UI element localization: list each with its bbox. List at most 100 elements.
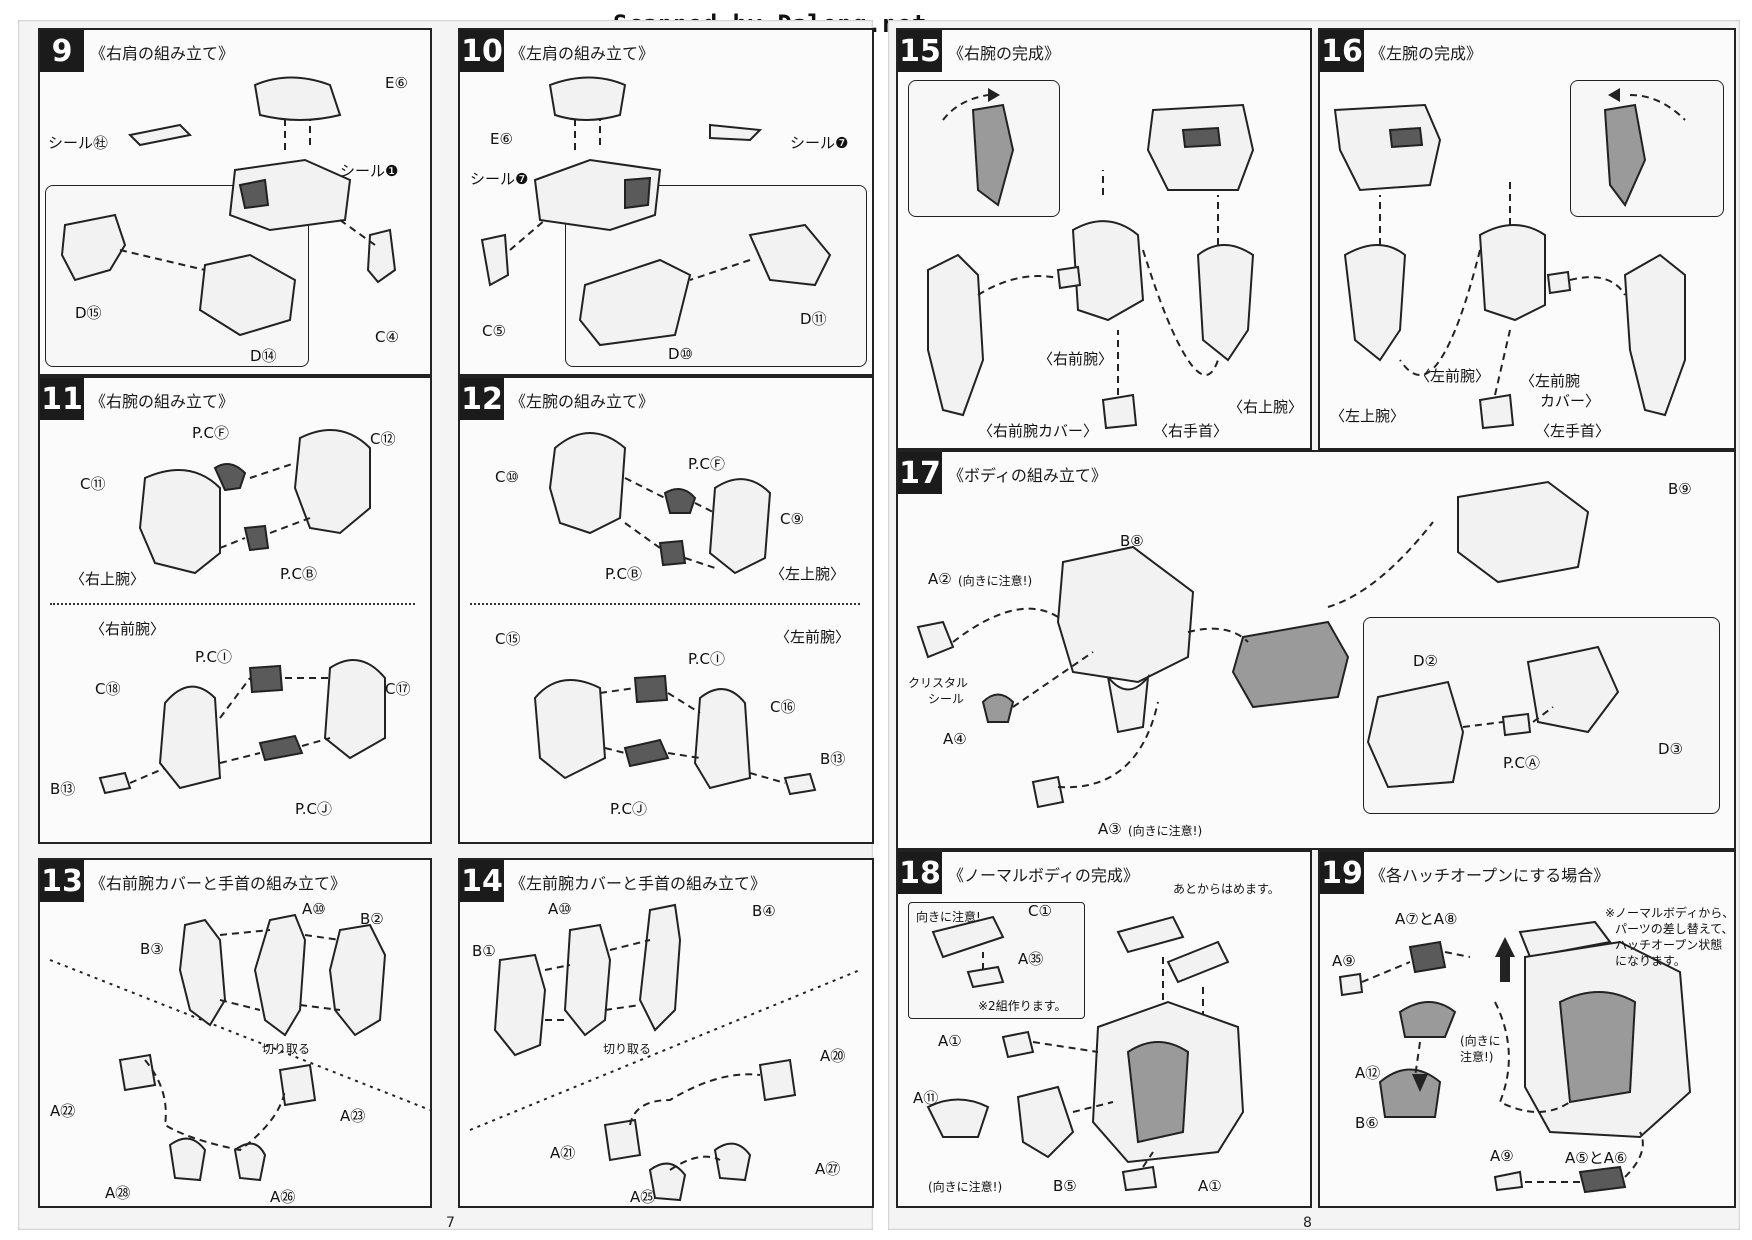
part-label: シール❼: [790, 134, 849, 152]
part-label: A㉒: [50, 1102, 76, 1120]
part-label: シール: [928, 692, 965, 706]
step-title: 《右肩の組み立て》: [90, 44, 235, 63]
part-label: D⑩: [668, 345, 693, 363]
caution-note: 注意!): [1460, 1050, 1494, 1064]
detail-inset-box: [1570, 80, 1724, 217]
step-12-panel: 12 《左腕の組み立て》 C⑩ P.CⒻ C⑨ P.CⒷ 〈左上腕〉 〈左前腕〉…: [458, 376, 874, 844]
shoulder-parts-illustration: [480, 76, 832, 347]
part-label: B⑬: [820, 750, 846, 768]
part-label: B⑥: [1355, 1114, 1379, 1132]
step-number: 18: [898, 852, 942, 894]
step-16-panel: 16 《左腕の完成》 〈左前腕〉 〈左前腕 カバー〉 〈左上腕〉 〈左手首〉: [1318, 28, 1736, 450]
body-assembly-illustration: [916, 480, 1620, 809]
part-label: A④: [943, 730, 967, 748]
part-label: A①: [1198, 1177, 1222, 1195]
caution-note: (向きに注意!): [928, 1180, 1003, 1194]
part-label: B⑧: [1120, 532, 1144, 550]
part-label: カバー〉: [1540, 392, 1601, 410]
part-label: D③: [1658, 740, 1683, 758]
part-label: A⑦とA⑧: [1395, 910, 1458, 928]
part-label: P.CⒻ: [688, 455, 725, 473]
part-label: E⑥: [490, 130, 513, 148]
part-label: A①: [938, 1032, 962, 1050]
part-label: クリスタル: [908, 676, 969, 690]
step-number: 13: [40, 860, 84, 902]
part-label: 〈左前腕〉: [775, 628, 851, 646]
part-label: A⑪: [913, 1089, 939, 1107]
part-label: C⑱: [95, 680, 121, 698]
part-label: C①: [1028, 902, 1052, 920]
step-title: 《右腕の組み立て》: [90, 392, 235, 411]
part-label: A⑳: [820, 1047, 846, 1065]
step-9-panel: 9 《右肩の組み立て》 E⑥ シール㊓ シール❶ D⑮ D⑭ C④: [38, 28, 432, 376]
part-label: A⑩: [302, 900, 326, 918]
hatch-open-illustration: [1338, 920, 1692, 1194]
part-label: P.CⒾ: [688, 650, 725, 668]
part-label: A㉗: [815, 1160, 841, 1178]
part-label: A②: [928, 570, 952, 588]
part-label: A⑨: [1490, 1147, 1514, 1165]
step-number: 14: [460, 860, 504, 902]
page-number: 7: [446, 1215, 455, 1231]
step-number: 12: [460, 378, 504, 420]
step-title: 《左前腕カバーと手首の組み立て》: [510, 874, 767, 893]
step-18-panel: 18 《ノーマルボディの完成》 あとからはめます。 向きに注意! C① A㉟ ※…: [896, 850, 1312, 1208]
step-19-panel: 19 《各ハッチオープンにする場合》 ※ノーマルボディから、 パーツの差し替えて…: [1318, 850, 1736, 1208]
caution-note: (向きに注意!): [1128, 824, 1203, 838]
normal-body-illustration: [926, 915, 1245, 1192]
step-title: 《左肩の組み立て》: [510, 44, 655, 63]
part-label: 〈左上腕〉: [770, 565, 846, 583]
part-label: E⑥: [385, 74, 408, 92]
step-title: 《ボディの組み立て》: [948, 466, 1107, 485]
instruction-note: ※2組作ります。: [978, 999, 1067, 1013]
part-label: P.CⒷ: [605, 565, 642, 583]
step-number: 19: [1320, 852, 1364, 894]
caution-note: (向きに: [1460, 1034, 1501, 1048]
step-14-panel: 14 《左前腕カバーと手首の組み立て》 A⑩ B④ B① 切り取る A⑳ A㉑ …: [458, 858, 874, 1208]
part-label: D②: [1413, 652, 1438, 670]
part-label: シール❼: [470, 170, 529, 188]
step-title: 《右腕の完成》: [948, 44, 1061, 63]
part-label: 〈右上腕〉: [70, 570, 146, 588]
part-label: P.CⒻ: [192, 424, 229, 442]
part-label: C⑯: [770, 698, 796, 716]
instruction-note: ハッチオープン状態: [1615, 938, 1723, 952]
step-title: 《左腕の組み立て》: [510, 392, 655, 411]
part-label: C⑪: [80, 475, 106, 493]
step-number: 11: [40, 378, 84, 420]
part-label: C⑫: [370, 430, 396, 448]
part-label: A㉕: [630, 1188, 656, 1206]
detail-inset-box: [908, 902, 1085, 1019]
part-label: C⑮: [495, 630, 521, 648]
cut-instruction: 切り取る: [262, 1042, 311, 1056]
part-label: A㉟: [1018, 950, 1044, 968]
step-title: 《各ハッチオープンにする場合》: [1370, 866, 1610, 885]
step-17-panel: 17 《ボディの組み立て》 B⑨ B⑧ A② (向きに注意!) クリスタル シー…: [896, 450, 1736, 850]
part-label: B⑬: [50, 780, 76, 798]
part-label: B⑨: [1668, 480, 1692, 498]
part-label: シール❶: [340, 162, 399, 180]
part-label: A⑩: [548, 900, 572, 918]
section-divider: [50, 603, 415, 605]
part-label: D⑪: [800, 310, 827, 328]
right-arm-parts-illustration: [98, 429, 386, 795]
part-label: C⑨: [780, 510, 804, 528]
step-number: 16: [1320, 30, 1364, 72]
part-label: 〈右前腕カバー〉: [978, 422, 1099, 440]
cut-instruction: 切り取る: [603, 1042, 652, 1056]
part-label: P.CⒿ: [610, 800, 647, 818]
part-label: 〈左前腕: [1520, 372, 1581, 390]
part-label: P.CⒿ: [295, 800, 332, 818]
part-label: B①: [472, 942, 496, 960]
part-label: B③: [140, 940, 164, 958]
instruction-note: ※ノーマルボディから、: [1605, 906, 1735, 920]
step-number: 10: [460, 30, 504, 72]
part-label: 〈右手首〉: [1153, 422, 1229, 440]
part-label: P.CⒾ: [195, 648, 232, 666]
part-label: 〈左上腕〉: [1330, 407, 1406, 425]
caution-note: 向きに注意!: [916, 910, 981, 924]
right-arm-complete-illustration: [927, 88, 1255, 430]
step-number: 17: [898, 452, 942, 494]
part-label: A③: [1098, 820, 1122, 838]
part-label: 〈右前腕〉: [90, 620, 166, 638]
